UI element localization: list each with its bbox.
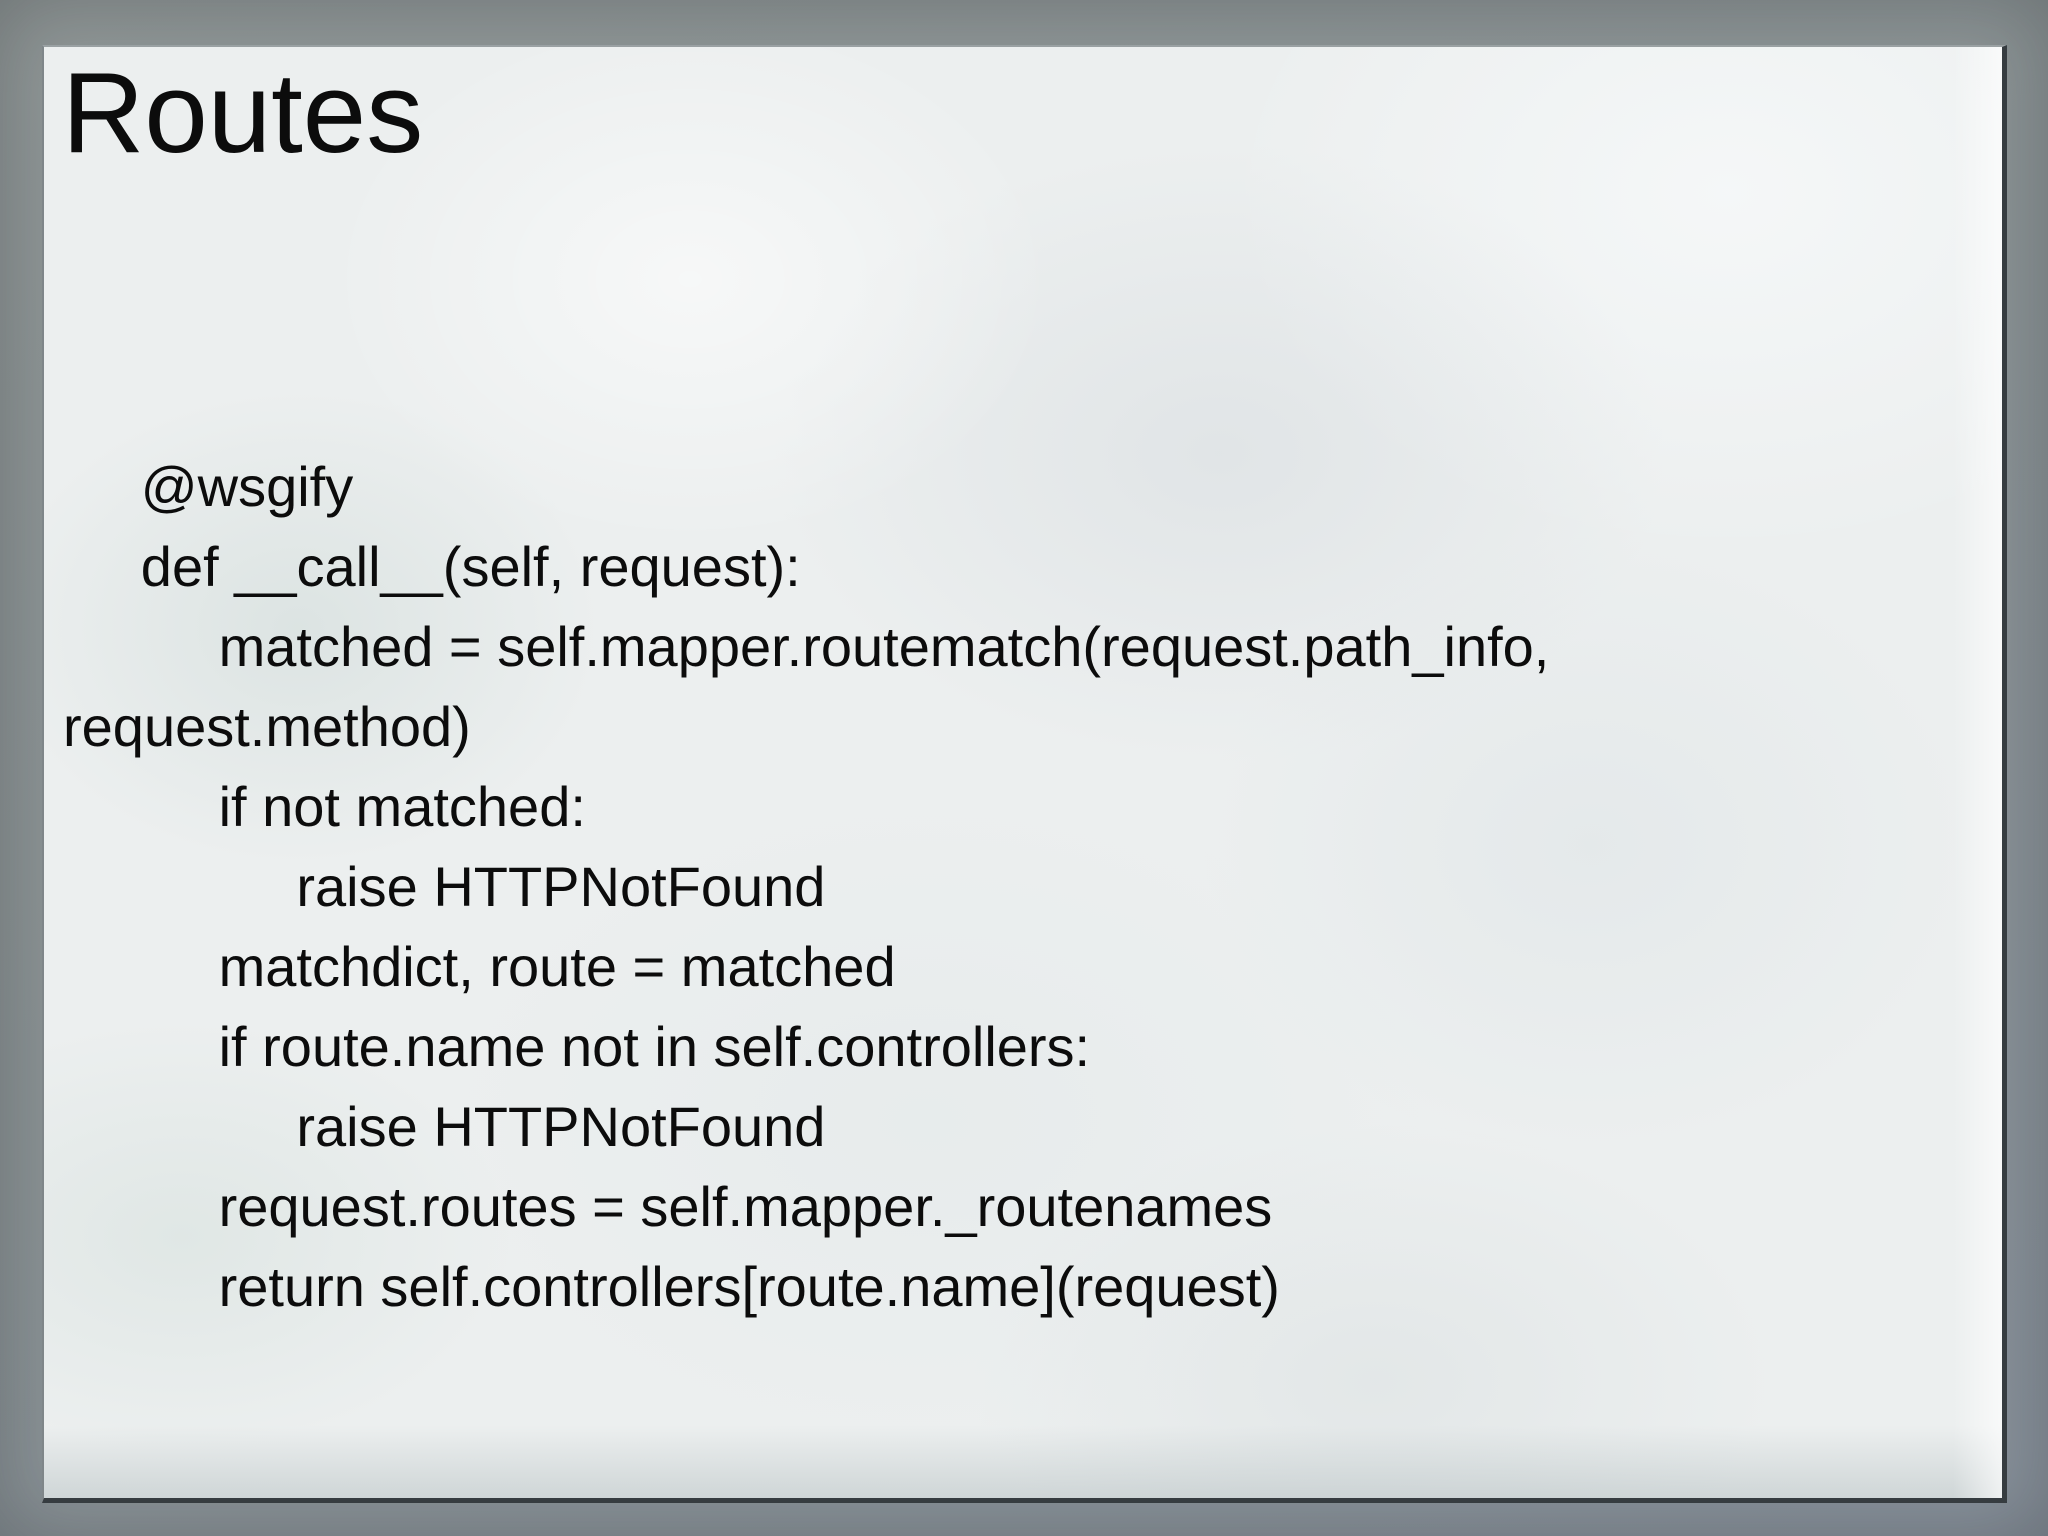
code-line-matched-assign: matched = self.mapper.routematch(request…: [63, 615, 1550, 678]
slide-canvas: Routes @wsgify def __call__(self, reques…: [42, 45, 2007, 1503]
code-line-decorator: @wsgify: [63, 455, 354, 518]
code-line-if-not-matched: if not matched:: [63, 775, 586, 838]
code-line-raise-notfound-2: raise HTTPNotFound: [63, 1095, 826, 1158]
code-line-return: return self.controllers[route.name](requ…: [63, 1255, 1280, 1318]
code-block: @wsgify def __call__(self, request): mat…: [63, 447, 1993, 1327]
code-line-if-route-name: if route.name not in self.controllers:: [63, 1015, 1091, 1078]
code-line-wrap-method: request.method): [63, 695, 471, 758]
code-line-request-routes: request.routes = self.mapper._routenames: [63, 1175, 1273, 1238]
slide-title: Routes: [62, 50, 424, 177]
code-line-raise-notfound: raise HTTPNotFound: [63, 855, 826, 918]
code-line-def-call: def __call__(self, request):: [63, 535, 801, 598]
code-line-matchdict: matchdict, route = matched: [63, 935, 896, 998]
